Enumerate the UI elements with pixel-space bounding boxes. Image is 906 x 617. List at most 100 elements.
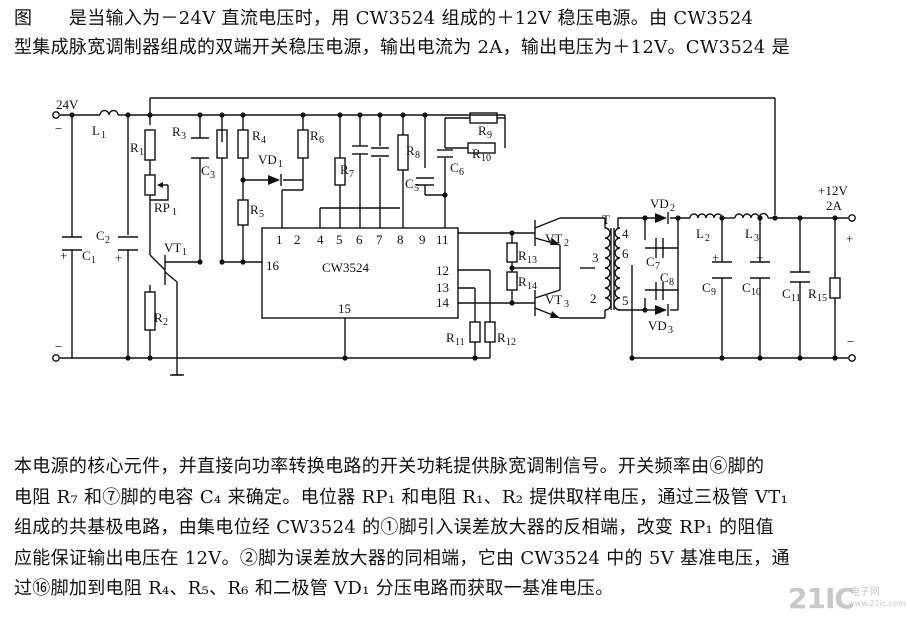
label-VD2-sub: 2 bbox=[670, 203, 675, 214]
label-R14: R bbox=[518, 274, 527, 289]
label-R13-sub: 13 bbox=[527, 255, 537, 266]
ic-pin-14: 14 bbox=[436, 295, 450, 310]
text-line: 过⑯脚加到电阻 R₄、R₅、R₆ 和二极管 VD₁ 分压电路而获取一基准电压。 bbox=[14, 578, 614, 599]
labels: 24V − − L 1 C 1 + C 2 + R 1 R 3 RP 1 VT … bbox=[55, 97, 854, 354]
label-C11: C bbox=[782, 286, 791, 301]
label-R15: R bbox=[808, 286, 817, 301]
text-line: 图 是当输入为－24V 直流电压时，用 CW3524 组成的＋12V 稳压电源。… bbox=[14, 8, 754, 29]
label-R2-sub: 2 bbox=[163, 317, 168, 328]
ic-pin-11: 11 bbox=[436, 232, 449, 247]
label-VD1-sub: 1 bbox=[278, 159, 283, 170]
watermark-main: 21IC bbox=[788, 582, 855, 615]
label-C5-sub: 5 bbox=[414, 183, 419, 194]
label-C1: C bbox=[82, 248, 91, 263]
label-R12-sub: 12 bbox=[506, 337, 516, 348]
label-R9-sub: 9 bbox=[487, 130, 492, 141]
label-R9: R bbox=[478, 123, 487, 138]
paragraph-bottom: 本电源的核心元件，并直接向功率转换电路的开关功耗提供脉宽调制信号。开关频率由⑥脚… bbox=[14, 452, 884, 605]
label-R3: R bbox=[172, 124, 181, 139]
label-RP1: RP bbox=[154, 200, 170, 215]
label-C7-sub: 7 bbox=[655, 261, 660, 272]
label-C10: C bbox=[742, 280, 751, 295]
label-L2: L bbox=[696, 226, 704, 241]
label-R6: R bbox=[310, 128, 319, 143]
ic-pin-15: 15 bbox=[338, 301, 351, 316]
label-R4-sub: 4 bbox=[261, 135, 266, 146]
label-C6-sub: 6 bbox=[459, 167, 464, 178]
watermark-cn: 电子网 bbox=[850, 587, 880, 598]
plus-sign: + bbox=[60, 248, 67, 263]
text-line: 本电源的核心元件，并直接向功率转换电路的开关功耗提供脉宽调制信号。开关频率由⑥脚… bbox=[14, 456, 765, 477]
label-R15-sub: 15 bbox=[817, 293, 827, 304]
plus-sign: + bbox=[115, 250, 122, 265]
label-VT1: VT bbox=[164, 240, 181, 255]
label-R1: R bbox=[130, 140, 139, 155]
label-C2: C bbox=[96, 228, 105, 243]
label-VD1: VD bbox=[258, 152, 277, 167]
label-C7: C bbox=[646, 254, 655, 269]
ic-pin-1: 1 bbox=[276, 232, 283, 247]
label-R5: R bbox=[250, 202, 259, 217]
label-C6: C bbox=[450, 160, 459, 175]
label-C5: C bbox=[405, 176, 414, 191]
ic-pin-5: 5 bbox=[336, 232, 343, 247]
label-C2-sub: 2 bbox=[105, 235, 110, 246]
transistors bbox=[164, 217, 561, 319]
text-line: 电阻 R₇ 和⑦脚的电容 C₄ 来确定。电位器 RP₁ 和电阻 R₁、R₂ 提供… bbox=[14, 486, 789, 508]
label-R10-sub: 10 bbox=[481, 153, 491, 164]
label-C9: C bbox=[702, 280, 711, 295]
label-VT2-sub: 2 bbox=[564, 238, 569, 249]
label-R8-sub: 8 bbox=[415, 150, 420, 161]
paragraph-top: 图 是当输入为－24V 直流电压时，用 CW3524 组成的＋12V 稳压电源。… bbox=[14, 4, 884, 62]
plus-sign: + bbox=[712, 250, 719, 265]
transformer-pin-3: 3 bbox=[592, 250, 599, 265]
label-R2: R bbox=[154, 310, 163, 325]
transformer-pin-5: 5 bbox=[622, 293, 629, 308]
output-minus-label: − bbox=[847, 334, 854, 349]
label-R6-sub: 6 bbox=[319, 135, 324, 146]
label-L3-sub: 3 bbox=[754, 233, 759, 244]
ic-pin-8: 8 bbox=[397, 232, 404, 247]
resistors bbox=[144, 112, 841, 343]
label-R10: R bbox=[472, 146, 481, 161]
label-VT3: VT bbox=[545, 292, 562, 307]
label-R4: R bbox=[252, 128, 261, 143]
label-L2-sub: 2 bbox=[705, 233, 710, 244]
label-C3: C bbox=[201, 163, 210, 178]
label-C11-sub: 11 bbox=[791, 293, 801, 304]
watermark-logo: 21IC 电子网 www.21ic.com bbox=[788, 580, 906, 615]
label-C9-sub: 9 bbox=[711, 287, 716, 298]
label-L1: L bbox=[92, 123, 100, 138]
label-R3-sub: 3 bbox=[181, 131, 186, 142]
transformer bbox=[604, 218, 621, 311]
label-VT3-sub: 3 bbox=[564, 299, 569, 310]
ic-pin-4: 4 bbox=[317, 232, 324, 247]
ic-pin-13: 13 bbox=[436, 280, 449, 295]
label-R7: R bbox=[340, 162, 349, 177]
label-R11: R bbox=[446, 330, 455, 345]
label-R1-sub: 1 bbox=[139, 147, 144, 158]
text-line: 型集成脉宽调制器组成的双端开关稳压电源，输出电流为 2A，输出电压为＋12V。C… bbox=[14, 37, 790, 58]
output-current-label: 2A bbox=[826, 198, 843, 213]
text-line: 应能保证输出电压在 12V。②脚为误差放大器的同相端，它由 CW3524 中的 … bbox=[14, 547, 790, 569]
label-R7-sub: 7 bbox=[349, 169, 354, 180]
transformer-pin-4: 4 bbox=[622, 226, 629, 241]
label-C3-sub: 3 bbox=[210, 170, 215, 181]
label-L3: L bbox=[745, 226, 753, 241]
ic-pin-7: 7 bbox=[376, 232, 383, 247]
transformer-pin-2: 2 bbox=[590, 291, 597, 306]
label-R5-sub: 5 bbox=[259, 209, 264, 220]
label-C10-sub: 10 bbox=[751, 287, 761, 298]
label-C8-sub: 8 bbox=[669, 277, 674, 288]
junction-dots bbox=[69, 112, 838, 361]
ic-pin-9: 9 bbox=[419, 232, 426, 247]
ic-pin-2: 2 bbox=[294, 232, 301, 247]
label-VD3: VD bbox=[648, 318, 667, 333]
plus-sign: + bbox=[756, 250, 763, 265]
label-VT2: VT bbox=[545, 231, 562, 246]
ic-pin-16: 16 bbox=[266, 258, 280, 273]
label-L1-sub: 1 bbox=[101, 130, 106, 141]
terminals bbox=[52, 111, 856, 362]
watermark-url: www.21ic.com bbox=[848, 599, 906, 608]
